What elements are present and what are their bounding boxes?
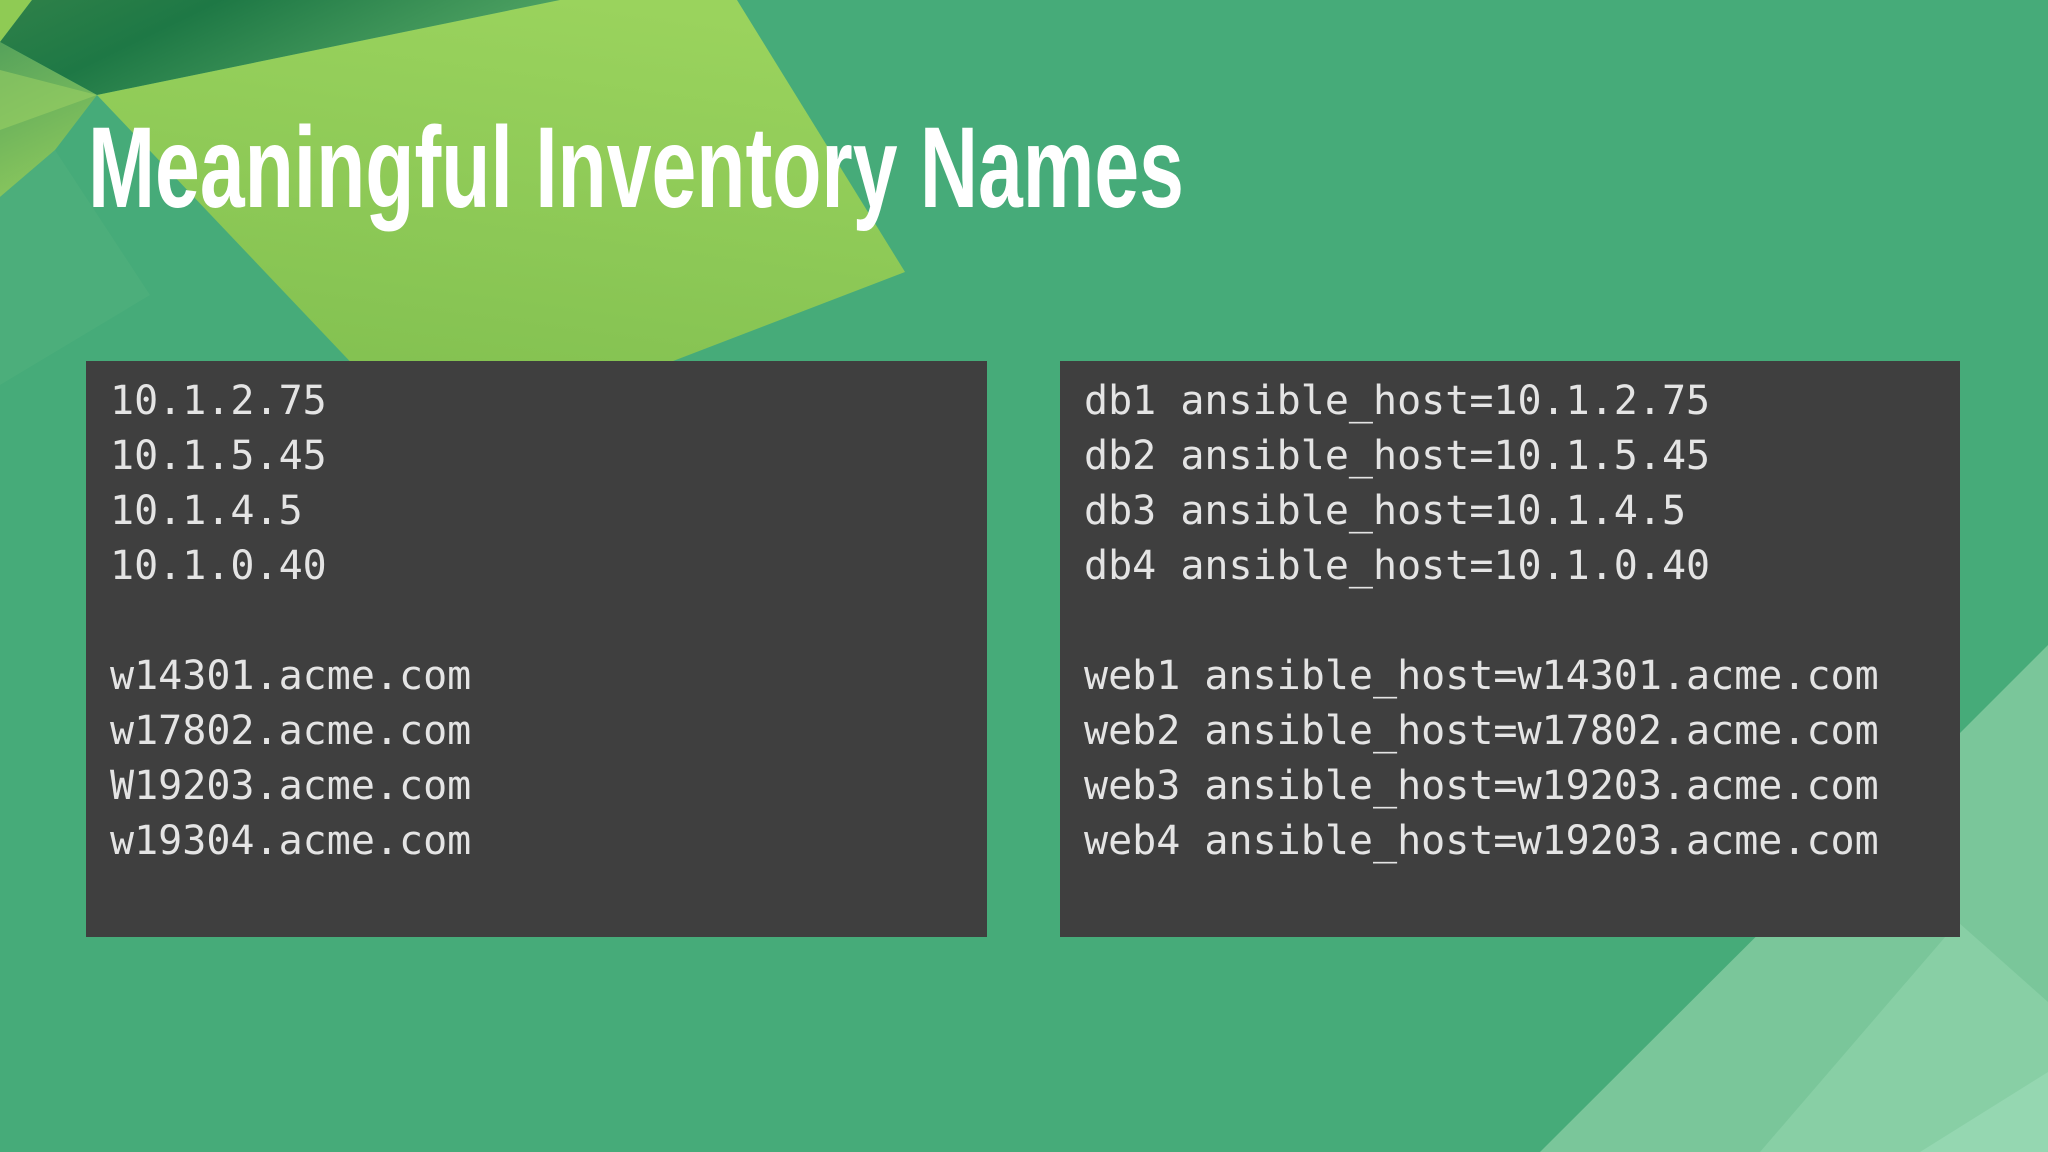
code-panel-named-inventory: db1 ansible_host=10.1.2.75 db2 ansible_h… xyxy=(1060,361,1960,937)
bottom-right-facets xyxy=(1540,645,2048,1152)
top-left-facets xyxy=(0,0,905,452)
code-panel-ip-inventory: 10.1.2.75 10.1.5.45 10.1.4.5 10.1.0.40 w… xyxy=(86,361,987,937)
slide-title: Meaningful Inventory Names xyxy=(88,104,1184,232)
